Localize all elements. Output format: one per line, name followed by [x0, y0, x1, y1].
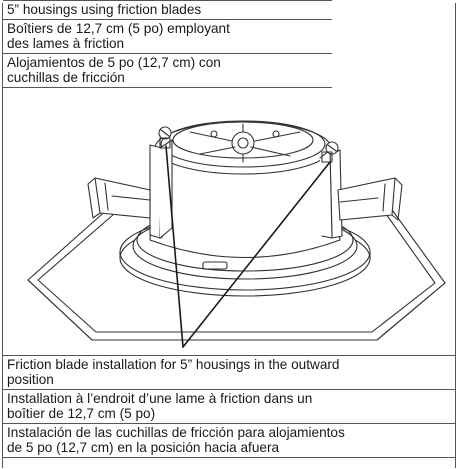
caption-english-installation: Friction blade installation for 5” housi…	[3, 355, 455, 390]
caption-french-title: Boîtiers de 12,7 cm (5 po) employant des…	[3, 20, 332, 54]
bottom-caption-group: Friction blade installation for 5” housi…	[3, 355, 456, 458]
caption-french-installation: Installation à l’endroit d’une lame à fr…	[3, 390, 455, 424]
housing-top	[154, 120, 332, 175]
page-frame	[2, 3, 456, 468]
left-friction-blade	[87, 126, 173, 239]
leader-lines	[165, 145, 331, 348]
caption-english-title: 5” housings using friction blades	[3, 0, 332, 20]
caption-spanish-title: Alojamientos de 5 po (12,7 cm) con cuchi…	[3, 54, 332, 88]
right-friction-blade	[319, 141, 403, 239]
top-caption-group: 5” housings using friction blades Boîtie…	[3, 0, 455, 88]
caption-spanish-installation: Instalación de las cuchillas de fricción…	[3, 424, 455, 458]
